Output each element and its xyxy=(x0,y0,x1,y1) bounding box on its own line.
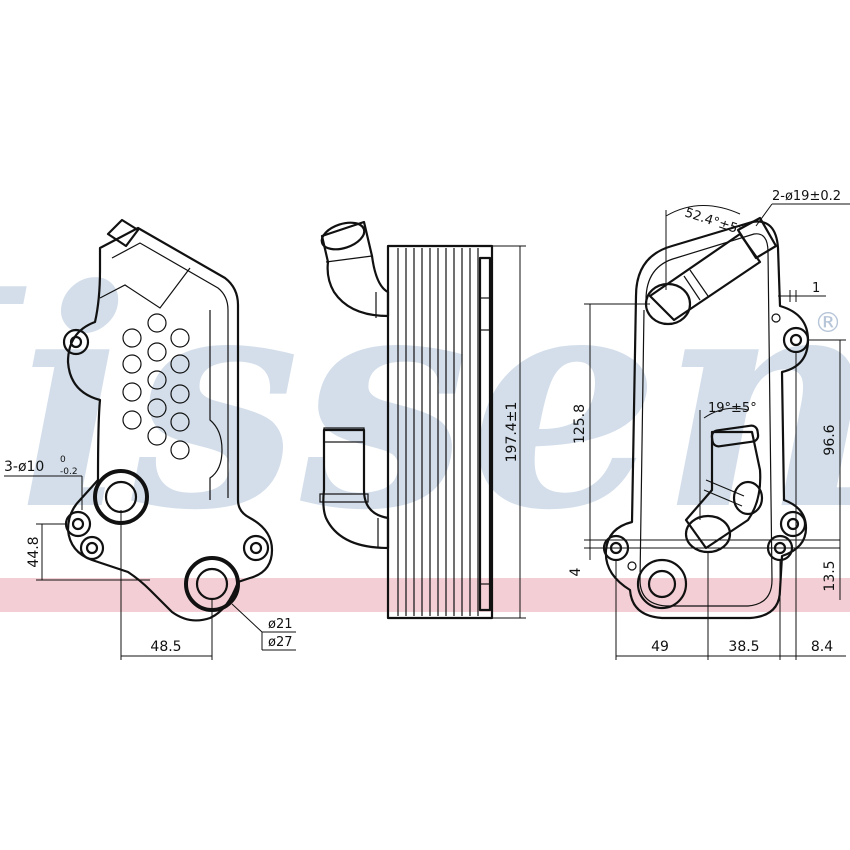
rear-lower-pipe xyxy=(684,424,764,554)
front-mount-hole-left-inner xyxy=(71,517,85,531)
rear-upper-pipe-end xyxy=(736,216,778,260)
front-holes-tol-upper: 0 xyxy=(60,455,66,465)
rear-upper-pipe-ring-1 xyxy=(683,275,701,301)
rear-angle-pipe: 19°±5° xyxy=(708,401,757,416)
rear-dim-w3: 8.4 xyxy=(811,639,833,655)
rear-dim-right-height: 96.6 xyxy=(822,424,838,455)
rear-lower-pipe-side xyxy=(732,480,764,516)
rear-angle-arc-pipe xyxy=(703,407,749,419)
side-top-pipe-ring xyxy=(325,255,373,263)
rear-inner-outline xyxy=(639,233,773,607)
side-plate-fins xyxy=(397,248,479,616)
front-dim-width: 48.5 xyxy=(150,639,181,655)
registered-mark: ® xyxy=(814,306,842,339)
side-plate-stack xyxy=(386,244,494,620)
rear-lower-pipe-end xyxy=(710,424,760,448)
rear-angle-arc-top xyxy=(665,205,741,217)
rear-pipes-label: 2-ø19±0.2 xyxy=(772,189,841,204)
side-view: 197.4±1 xyxy=(319,220,526,620)
rear-port-bottom-inner xyxy=(647,569,677,599)
rear-lower-pipe-ring-1 xyxy=(705,479,745,497)
front-top-stub xyxy=(106,218,140,248)
rear-small-hole-left xyxy=(627,561,637,571)
front-mount-hole-right xyxy=(242,534,270,562)
rear-port-bottom-outer xyxy=(636,558,688,610)
rear-view: 52.4°±5° 19°±5° 2-ø19±0.2 1 125.8 4 96.6… xyxy=(568,189,850,660)
rear-body-outline xyxy=(604,220,810,620)
rear-dim-height: 125.8 xyxy=(572,404,588,444)
front-port-outer: ø27 xyxy=(268,635,293,650)
watermark-band xyxy=(0,578,850,612)
front-dimple-pattern xyxy=(122,313,190,460)
front-mount-hole-top xyxy=(62,328,90,356)
rear-mount-hole-mid-right xyxy=(779,510,807,538)
rear-upper-pipe-ring-2 xyxy=(689,269,709,297)
rear-mount-hole-top-right-inner xyxy=(789,333,803,347)
front-holes-label: 3-ø10 xyxy=(4,459,44,475)
side-top-pipe-end xyxy=(320,221,366,251)
side-bottom-pipe-ring xyxy=(319,493,369,503)
rear-dim-thickness: 1 xyxy=(812,281,820,296)
watermark-brand: Nissens xyxy=(0,223,850,576)
rear-dim-offset: 4 xyxy=(568,567,584,576)
front-inner-bend xyxy=(99,267,191,309)
front-port-inner: ø21 xyxy=(268,617,293,632)
rear-mount-hole-mid-right-inner xyxy=(786,517,800,531)
front-inner-right xyxy=(209,310,223,500)
front-mount-hole-right-inner xyxy=(249,541,263,555)
side-dim-height: 197.4±1 xyxy=(504,402,520,463)
front-mount-hole-top-inner xyxy=(69,335,83,349)
side-bottom-pipe-end xyxy=(323,427,365,443)
front-mount-hole-bottom-left xyxy=(79,535,105,561)
front-inner-outline xyxy=(111,242,229,498)
front-body-outline xyxy=(66,226,274,622)
front-mount-hole-bottom-left-inner xyxy=(85,541,99,555)
rear-dim-bottom-right: 13.5 xyxy=(822,560,838,591)
rear-lower-pipe-ring-2 xyxy=(703,489,743,507)
rear-pipes-leader xyxy=(755,203,773,227)
rear-dim-w2: 38.5 xyxy=(728,639,759,655)
side-back-plate xyxy=(478,256,492,612)
rear-small-hole-top xyxy=(771,313,781,323)
side-bottom-pipe xyxy=(322,428,390,550)
front-port-leader xyxy=(231,603,263,633)
rear-dim-w1: 49 xyxy=(651,639,669,655)
front-holes-tol-lower: -0.2 xyxy=(60,467,78,477)
front-port-lower-inner xyxy=(195,567,229,601)
rear-upper-pipe xyxy=(644,216,778,326)
front-dim-height: 44.8 xyxy=(26,536,42,567)
side-top-pipe xyxy=(320,220,390,318)
front-view: 3-ø10 0 -0.2 44.8 48.5 ø21 ø27 xyxy=(4,218,296,660)
